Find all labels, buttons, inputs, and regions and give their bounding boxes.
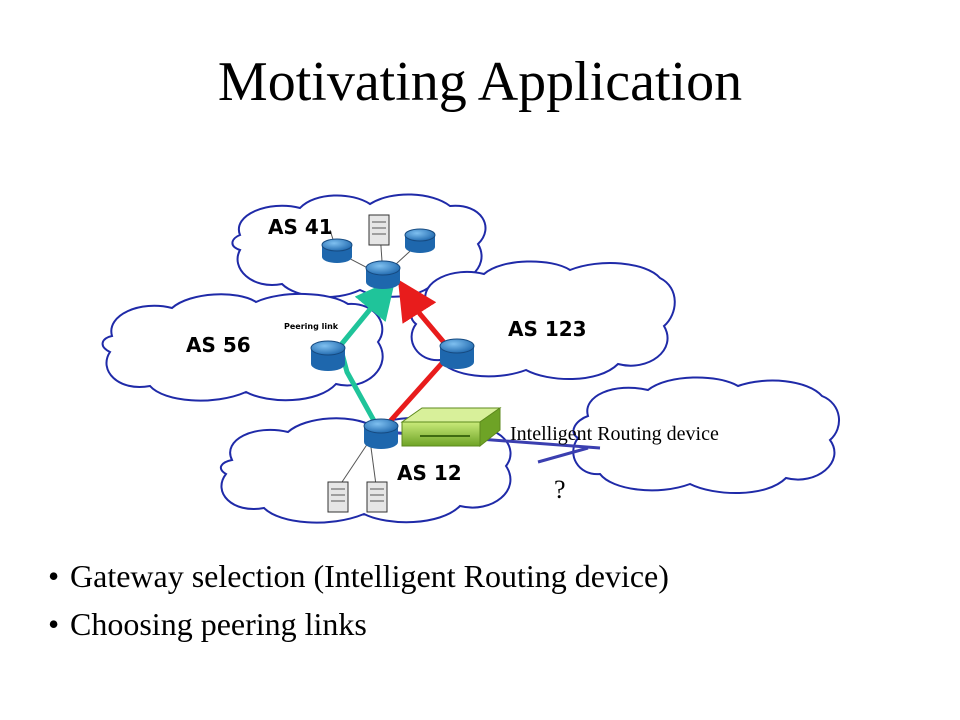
server-icon	[368, 214, 390, 246]
server-icon	[366, 481, 388, 513]
as12-label: AS 12	[397, 461, 462, 485]
slide-title: Motivating Application	[217, 51, 743, 113]
router-icon	[310, 340, 346, 371]
router-icon	[363, 418, 399, 449]
bullet-item: •Gateway selection (Intelligent Routing …	[48, 558, 669, 594]
bullet-list: •Gateway selection (Intelligent Routing …	[48, 552, 669, 648]
question-mark: ?	[554, 475, 566, 504]
router-icon	[404, 228, 436, 253]
as41-label: AS 41	[268, 215, 333, 239]
server-icon	[327, 481, 349, 513]
as56-label: AS 56	[186, 333, 251, 357]
cloud-intelligent-routing	[572, 376, 841, 495]
router-icon	[439, 338, 475, 369]
cloud-as123	[410, 260, 676, 381]
red-path-arrow	[382, 279, 456, 430]
ir-link-line-2	[537, 446, 589, 464]
device-label: Intelligent Routing device	[510, 423, 719, 445]
cloud-as56	[101, 293, 384, 402]
bullet-item: •Choosing peering links	[48, 606, 367, 642]
as123-label: AS 123	[508, 317, 587, 341]
router-icon	[365, 260, 401, 289]
peering-link-label: Peering link	[284, 322, 339, 331]
router-icon	[321, 238, 353, 263]
routing-device-icon	[400, 407, 502, 448]
